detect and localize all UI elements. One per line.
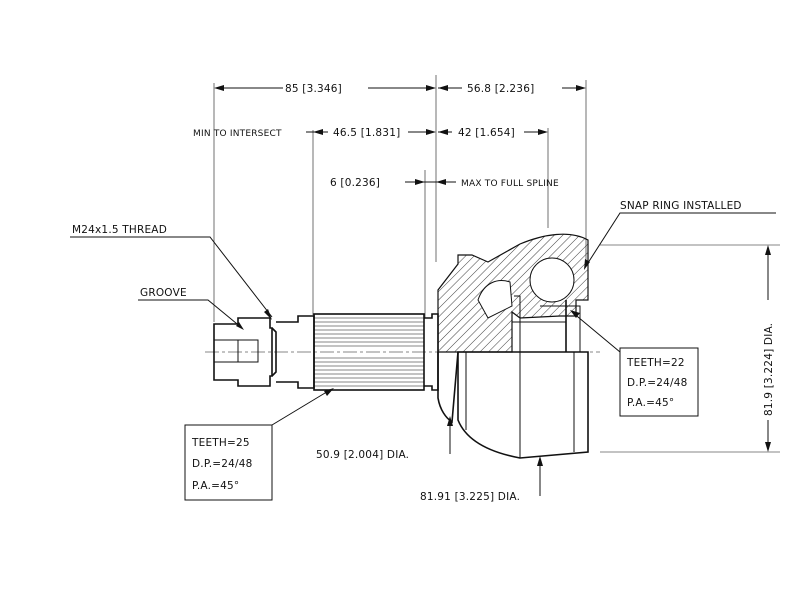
cv-joint-part (213, 233, 589, 459)
spline-length-label: 42 [1.654] (458, 127, 515, 139)
offset-value-label: 6 [0.236] (330, 177, 380, 189)
boot-length-label: 56.8 [2.236] (467, 83, 534, 95)
dimension-lines (214, 85, 771, 452)
min-to-intersect-label: MIN TO INTERSECT (193, 129, 282, 139)
inner-spline-pa: P.A.=45° (627, 397, 674, 409)
leader-lines (70, 212, 776, 496)
thread-callout: M24x1.5 THREAD (72, 224, 167, 236)
snap-ring-callout: SNAP RING INSTALLED (620, 200, 742, 212)
outer-spline-spec-box: TEETH=25 D.P.=24/48 P.A.=45° (184, 424, 273, 501)
overall-length-label: 85 [3.346] (285, 83, 342, 95)
outer-diameter-label: 81.9 [3.224] DIA. (763, 323, 775, 416)
outer-spline-pa: P.A.=45° (192, 480, 239, 492)
outer-spline-teeth: TEETH=25 (191, 437, 250, 449)
extension-lines (213, 75, 780, 453)
max-to-full-spline-label: MAX TO FULL SPLINE (461, 179, 559, 189)
shaft-diameter-label: 50.9 [2.004] DIA. (316, 449, 409, 461)
groove-callout: GROOVE (140, 287, 187, 299)
inner-spline-dp: D.P.=24/48 (627, 377, 688, 389)
inner-spline-teeth: TEETH=22 (626, 357, 685, 369)
outer-spline-dp: D.P.=24/48 (192, 458, 253, 470)
housing-diameter-label: 81.91 [3.225] DIA. (420, 491, 520, 503)
min-to-intersect-value: 46.5 [1.831] (333, 127, 400, 139)
inner-spline-spec-box: TEETH=22 D.P.=24/48 P.A.=45° (619, 347, 699, 417)
spline-teeth-lines (314, 317, 424, 387)
